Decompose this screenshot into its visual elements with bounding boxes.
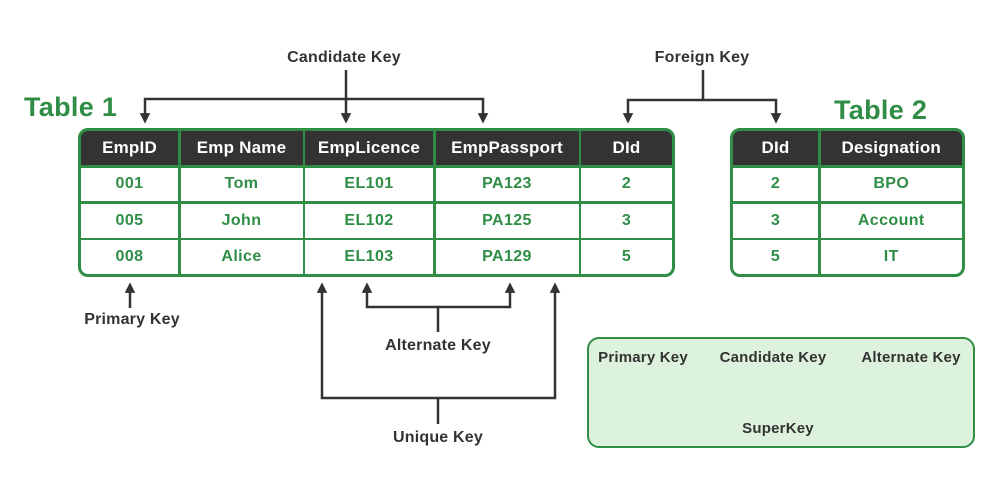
foreign-key-connector bbox=[622, 70, 782, 124]
table-cell: Account bbox=[820, 203, 962, 238]
alternate-key-connector bbox=[361, 282, 516, 332]
legend-primary-key-label: Primary Key bbox=[598, 349, 688, 366]
table-cell: 3 bbox=[733, 203, 818, 238]
superkey-label: SuperKey bbox=[742, 420, 814, 437]
header-cell: EmpPassport bbox=[435, 131, 579, 165]
table-cell: IT bbox=[820, 240, 962, 274]
table-cell: 3 bbox=[581, 203, 672, 238]
superkey-legend-box bbox=[587, 337, 975, 448]
candidate-key-connector bbox=[139, 70, 489, 124]
table-cell: EL102 bbox=[305, 203, 433, 238]
table-cell: Tom bbox=[180, 167, 303, 202]
header-cell: Emp Name bbox=[180, 131, 303, 165]
table-cell: John bbox=[180, 203, 303, 238]
table-cell: 001 bbox=[81, 167, 178, 202]
foreign-key-label: Foreign Key bbox=[654, 49, 750, 66]
unique-key-label: Unique Key bbox=[392, 429, 484, 446]
table-cell: 005 bbox=[81, 203, 178, 238]
table-cell: BPO bbox=[820, 167, 962, 202]
primary-key-label: Primary Key bbox=[84, 311, 180, 328]
table-cell: Alice bbox=[180, 240, 303, 274]
table-cell: 5 bbox=[733, 240, 818, 274]
legend-alternate-key-label: Alternate Key bbox=[861, 349, 961, 366]
header-cell: DId bbox=[733, 131, 818, 165]
table-2: DId Designation 2 BPO 3 Account 5 IT bbox=[730, 128, 965, 277]
table-cell: PA125 bbox=[435, 203, 579, 238]
table1-title: Table 1 bbox=[24, 92, 118, 122]
table-cell: 2 bbox=[733, 167, 818, 202]
alternate-key-label: Alternate Key bbox=[385, 337, 491, 354]
table-cell: EL103 bbox=[305, 240, 433, 274]
candidate-key-label: Candidate Key bbox=[287, 49, 401, 66]
header-cell: EmpID bbox=[81, 131, 178, 165]
table-cell: EL101 bbox=[305, 167, 433, 202]
table-1: EmpID Emp Name EmpLicence EmpPassport DI… bbox=[78, 128, 675, 277]
table-cell: PA123 bbox=[435, 167, 579, 202]
table2-title: Table 2 bbox=[834, 95, 928, 125]
table-cell: 2 bbox=[581, 167, 672, 202]
table-cell: PA129 bbox=[435, 240, 579, 274]
legend-candidate-key-label: Candidate Key bbox=[719, 349, 827, 366]
table-cell: 008 bbox=[81, 240, 178, 274]
header-cell: DId bbox=[581, 131, 672, 165]
header-cell: EmpLicence bbox=[305, 131, 433, 165]
table-cell: 5 bbox=[581, 240, 672, 274]
header-cell: Designation bbox=[820, 131, 962, 165]
